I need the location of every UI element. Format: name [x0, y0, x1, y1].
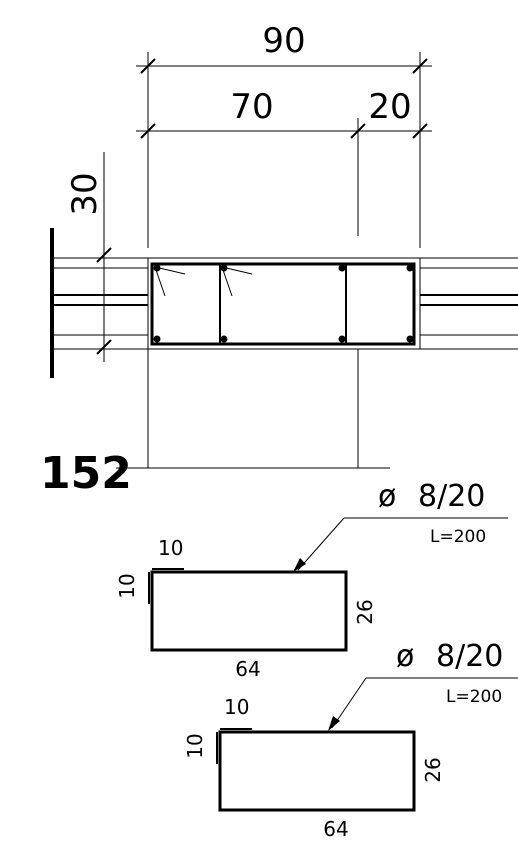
stirrup-1-width: 64 [235, 657, 260, 681]
stirrup-2-phi: ø [396, 639, 414, 674]
stirrup-1-hook-v: 10 [115, 573, 139, 598]
dim-left-label: 70 [230, 87, 273, 127]
dim-total-label: 90 [262, 21, 305, 61]
stirrup-1: ø 8/20 L=200 10 10 26 64 [115, 479, 508, 681]
beam-section [147, 257, 421, 350]
dim-height-label: 30 [65, 172, 105, 215]
dimension-total-width: 90 [136, 21, 432, 248]
stirrup-1-length: L=200 [430, 527, 486, 547]
stirrup-1-hook-h: 10 [158, 536, 183, 560]
section-mark: 152 [40, 349, 390, 499]
dimension-left-width: 70 20 [136, 87, 432, 236]
stirrup-2-spec: 8/20 [436, 639, 503, 674]
stirrup-2-height: 26 [421, 757, 445, 782]
stirrup-2-hook-h: 10 [224, 695, 249, 719]
dimension-height: 30 [65, 152, 112, 362]
rebar-bars [153, 264, 414, 343]
stirrup-2: ø 8/20 L=200 10 10 26 64 [183, 639, 518, 841]
stirrup-1-phi: ø [378, 479, 396, 514]
dim-right-label: 20 [368, 87, 411, 127]
stirrup-2-hook-v: 10 [183, 733, 207, 758]
slab-outline [50, 228, 518, 378]
stirrup-1-height: 26 [353, 599, 377, 624]
stirrup-2-length: L=200 [446, 687, 502, 707]
stirrup-1-spec: 8/20 [418, 479, 485, 514]
stirrup-2-width: 64 [323, 817, 348, 841]
mark-label: 152 [40, 448, 132, 499]
